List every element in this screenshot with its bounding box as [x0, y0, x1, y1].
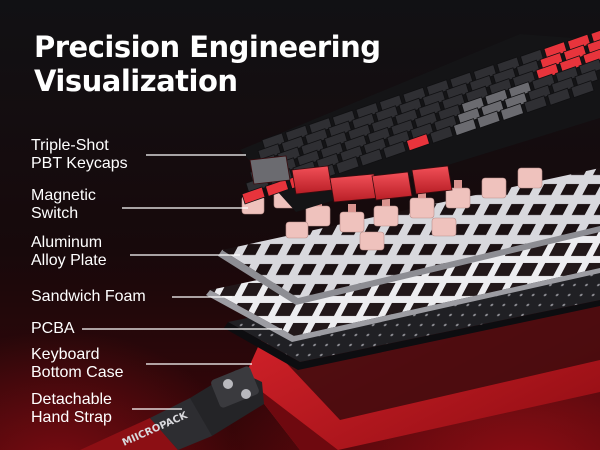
- keycap-front: [411, 165, 453, 195]
- callout-case-line1: Keyboard: [31, 346, 100, 363]
- keycap-front: [249, 155, 291, 185]
- callout-pcba-line1: PCBA: [31, 320, 75, 337]
- keycap: [359, 148, 383, 167]
- callout-case: Keyboard Bottom Case: [31, 346, 123, 382]
- page-title: Precision Engineering Visualization: [34, 30, 381, 98]
- keycap: [265, 178, 289, 197]
- keycap: [476, 110, 501, 129]
- keycap-set: [240, 30, 600, 212]
- callout-switch-line2: Switch: [31, 205, 79, 222]
- keycap: [578, 58, 600, 77]
- keycap: [523, 95, 548, 114]
- keycap: [429, 125, 454, 144]
- keycap: [406, 133, 430, 152]
- callout-keycaps: Triple-Shot PBT Keycaps: [31, 137, 128, 173]
- title-line-1: Precision Engineering: [34, 30, 381, 64]
- aluminum-plate: [218, 168, 600, 305]
- callout-keycaps-line1: Triple-Shot: [31, 137, 109, 154]
- callout-foam-line1: Sandwich Foam: [31, 288, 146, 305]
- callout-strap-line1: Detachable: [31, 391, 112, 408]
- keycap: [547, 87, 571, 106]
- callout-keycaps-line2: PBT Keycaps: [31, 155, 128, 172]
- keycap: [241, 186, 266, 205]
- keycap-rows: [241, 30, 600, 205]
- callout-strap: Detachable Hand Strap: [31, 391, 112, 427]
- keycap: [570, 80, 595, 99]
- hand-strap: MIICROPACK: [80, 366, 264, 450]
- callout-plate-line2: Alloy Plate: [31, 252, 107, 269]
- keycap-front: [371, 171, 413, 201]
- callout-pcba: PCBA: [31, 320, 75, 338]
- callout-case-line2: Bottom Case: [31, 364, 124, 381]
- callout-plate: Aluminum Alloy Plate: [31, 234, 107, 270]
- keycap: [382, 140, 407, 159]
- callout-switch-line1: Magnetic: [31, 187, 96, 204]
- callout-plate-line1: Aluminum: [31, 234, 103, 251]
- keycap: [453, 118, 477, 137]
- callout-strap-line2: Hand Strap: [31, 409, 112, 426]
- callout-leaders: [82, 154, 282, 410]
- keycap: [500, 102, 524, 121]
- keycap-front: [329, 173, 379, 203]
- keycap-front: [291, 165, 333, 195]
- keycap: [574, 69, 599, 88]
- callout-switch: Magnetic Switch: [31, 187, 96, 223]
- keycap: [335, 156, 360, 175]
- title-line-2: Visualization: [34, 64, 238, 98]
- callout-foam: Sandwich Foam: [31, 288, 146, 306]
